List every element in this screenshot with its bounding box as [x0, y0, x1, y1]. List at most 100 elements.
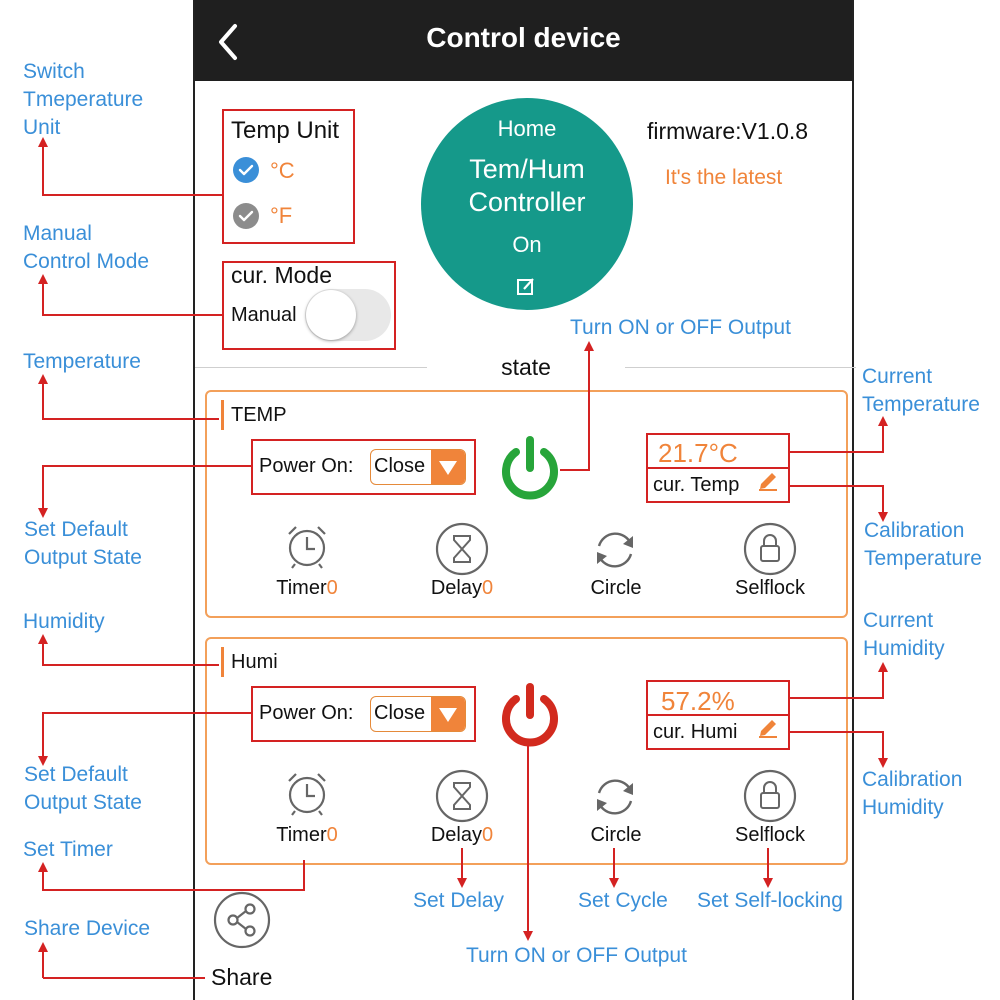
annotation-current-temp: Current Temperature [862, 365, 980, 416]
share-label: Share [211, 964, 273, 990]
timer-text: Timer [276, 824, 327, 846]
highlight-temp-unit [222, 109, 355, 244]
temp-delay-label: Delay0 [397, 577, 527, 600]
mode-toggle[interactable] [305, 289, 391, 341]
annotation-temperature: Temperature [23, 350, 141, 373]
timer-count: 0 [326, 577, 338, 599]
share-button[interactable] [213, 891, 271, 949]
humi-delay-label: Delay0 [397, 824, 527, 847]
page-title: Control device [426, 22, 621, 53]
fahrenheit-radio[interactable] [233, 203, 259, 229]
temp-power-on-label: Power On: [259, 455, 354, 477]
annotation-calibration-humi: Calibration Humidity [862, 768, 963, 819]
temp-power-button[interactable] [494, 432, 566, 504]
highlight-humi-calibration [646, 714, 790, 750]
temp-panel-label: TEMP [221, 400, 287, 430]
humi-reading: 57.2% [661, 686, 735, 716]
humi-calibrate-button[interactable] [757, 716, 779, 738]
celsius-label[interactable]: °C [270, 158, 295, 183]
humi-circle-button[interactable] [589, 771, 641, 823]
temp-circle-label: Circle [590, 577, 642, 599]
highlight-humi-power-on [251, 686, 476, 742]
power-icon [502, 436, 558, 500]
pencil-icon [759, 720, 777, 738]
firmware-status: It's the latest [665, 166, 783, 189]
humi-reading-label: cur. Humi [653, 721, 738, 743]
temp-timer-label: Timer0 [242, 577, 372, 600]
annotation-set-selflock: Set Self-locking [697, 889, 843, 912]
timer-count: 0 [326, 824, 338, 846]
device-status: On [512, 232, 542, 257]
toggle-knob [306, 290, 356, 340]
temp-calibrate-button[interactable] [757, 469, 779, 491]
top-bar: Control device [195, 0, 852, 81]
temp-power-on-select[interactable]: Close [370, 449, 466, 485]
checkmark-icon [238, 210, 254, 222]
temp-reading: 21.7°C [658, 438, 738, 468]
temp-circle-button[interactable] [589, 524, 641, 576]
humi-panel [205, 637, 848, 865]
temp-unit-title: Temp Unit [231, 117, 340, 144]
edit-icon [517, 278, 534, 295]
annotation-turn-on-off-bottom: Turn ON or OFF Output [466, 944, 687, 967]
share-icon [213, 891, 271, 949]
humi-timer-button[interactable] [283, 769, 331, 817]
lock-icon [743, 769, 797, 823]
device-location: Home [497, 116, 557, 141]
annotation-set-default-2: Set Default Output State [24, 763, 142, 814]
divider-left [195, 367, 427, 368]
humi-circle-label: Circle [590, 824, 642, 846]
device-circle[interactable]: Home Tem/Hum Controller On [421, 98, 633, 310]
delay-text: Delay [430, 824, 482, 846]
fahrenheit-label[interactable]: °F [270, 203, 293, 228]
dropdown-arrow-icon [431, 450, 465, 484]
state-label: state [501, 354, 551, 380]
checkmark-icon [238, 164, 254, 176]
mode-title: cur. Mode [231, 262, 332, 288]
humi-timer-label: Timer0 [242, 824, 372, 847]
device-name-line1: Tem/Hum [469, 154, 585, 184]
lock-icon [743, 522, 797, 576]
humi-power-on-value: Close [374, 702, 426, 724]
firmware-version: firmware:V1.0.8 [647, 118, 809, 144]
humi-selflock-button[interactable] [743, 769, 797, 823]
temp-timer-button[interactable] [283, 522, 331, 570]
humi-power-on-label: Power On: [259, 702, 354, 724]
power-icon [502, 683, 558, 747]
annotation-current-humi: Current Humidity [863, 609, 945, 660]
humi-power-button[interactable] [494, 679, 566, 751]
device-name-line2: Controller [468, 187, 586, 217]
annotation-switch-unit: Switch Tmeperature Unit [23, 60, 144, 139]
temp-selflock-button[interactable] [743, 522, 797, 576]
celsius-radio[interactable] [233, 157, 259, 183]
edit-name-button[interactable] [515, 276, 537, 298]
hourglass-icon [435, 522, 489, 576]
cycle-icon [597, 532, 633, 568]
temp-power-on-value: Close [374, 455, 426, 477]
humi-panel-label: Humi [221, 647, 278, 677]
pencil-icon [759, 473, 777, 491]
highlight-temp-calibration [646, 467, 790, 503]
annotation-manual-mode: Manual Control Mode [23, 222, 150, 273]
hourglass-icon [435, 769, 489, 823]
temp-reading-label: cur. Temp [653, 474, 740, 496]
delay-count: 0 [482, 824, 494, 846]
highlight-temp-power-on [251, 439, 476, 495]
back-button[interactable] [211, 22, 251, 62]
mode-value: Manual [231, 304, 297, 326]
annotation-humidity: Humidity [23, 610, 105, 633]
temp-delay-button[interactable] [435, 522, 489, 576]
annotation-set-timer: Set Timer [23, 838, 113, 861]
chevron-left-icon [219, 24, 237, 60]
annotation-set-cycle: Set Cycle [578, 889, 668, 912]
humi-delay-button[interactable] [435, 769, 489, 823]
humi-power-on-select[interactable]: Close [370, 696, 466, 732]
alarm-clock-icon [288, 526, 326, 569]
annotation-set-default-1: Set Default Output State [24, 518, 142, 569]
highlight-mode [222, 261, 396, 350]
delay-count: 0 [482, 577, 494, 599]
timer-text: Timer [276, 577, 327, 599]
annotation-share-device: Share Device [24, 917, 151, 940]
annotation-set-delay: Set Delay [413, 889, 505, 912]
cycle-icon [597, 779, 633, 815]
